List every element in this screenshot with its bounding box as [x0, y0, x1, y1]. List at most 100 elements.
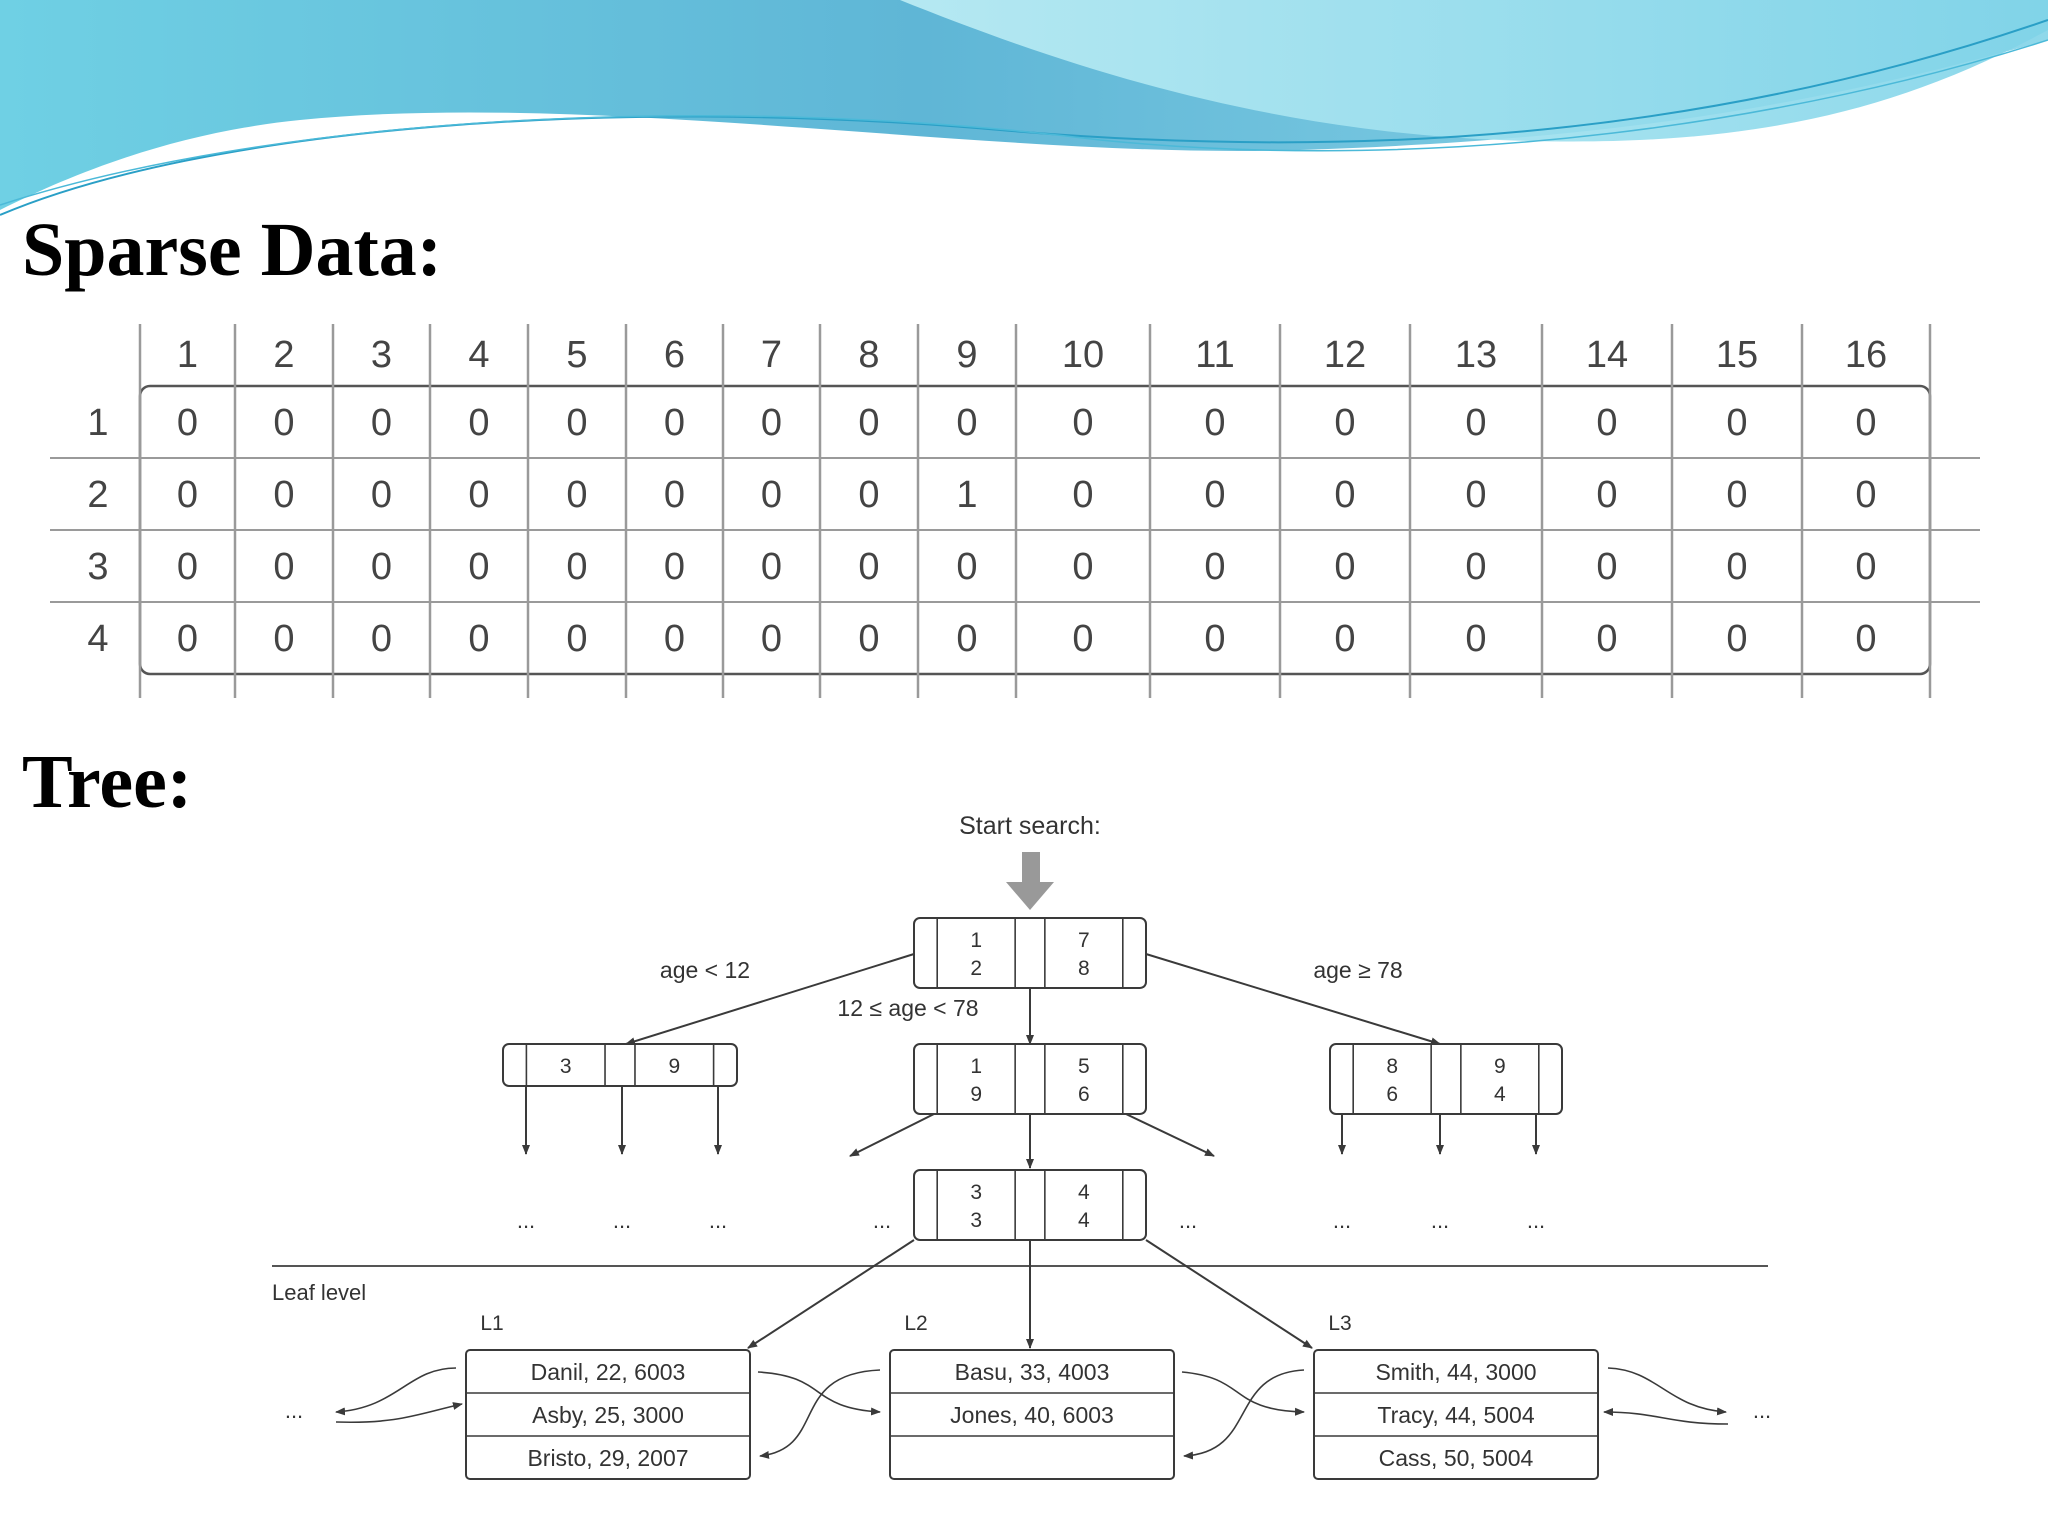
matrix-cell: 0	[1465, 618, 1486, 660]
matrix-cell: 0	[1596, 402, 1617, 444]
leaf-name: L3	[1328, 1312, 1351, 1335]
leaf-link-arrow	[1183, 1369, 1305, 1460]
node-key: 1	[970, 929, 982, 952]
edge-label-right: age ≥ 78	[1313, 957, 1402, 983]
matrix-cell: 0	[566, 402, 587, 444]
right-child-node	[1329, 1043, 1563, 1115]
matrix-cell: 0	[371, 402, 392, 444]
matrix-cell: 0	[468, 618, 489, 660]
matrix-cell: 0	[1204, 474, 1225, 516]
node-key: 1	[970, 1055, 982, 1078]
node-key: 6	[1078, 1083, 1090, 1106]
matrix-cell: 0	[1726, 618, 1747, 660]
matrix-cell: 0	[761, 474, 782, 516]
matrix-column-header: 6	[664, 334, 685, 376]
matrix-cell: 0	[468, 474, 489, 516]
edge-middle-left	[849, 1113, 935, 1157]
start-arrow-shaft	[1022, 852, 1040, 884]
matrix-cell: 0	[177, 402, 198, 444]
leaf-record: Asby, 25, 3000	[532, 1402, 684, 1428]
ellipsis-label: ...	[1431, 1208, 1449, 1233]
matrix-cell: 0	[1596, 474, 1617, 516]
ellipsis-label: ...	[517, 1208, 535, 1233]
matrix-cell: 0	[1726, 474, 1747, 516]
matrix-cell: 0	[177, 618, 198, 660]
ellipsis-label: ...	[1527, 1208, 1545, 1233]
matrix-cell: 0	[1855, 546, 1876, 588]
matrix-cell: 0	[1334, 546, 1355, 588]
matrix-cell: 0	[664, 618, 685, 660]
matrix-column-header: 14	[1586, 334, 1628, 376]
matrix-cell: 0	[177, 546, 198, 588]
matrix-row-header: 1	[87, 402, 108, 444]
matrix-column-header: 9	[956, 334, 977, 376]
matrix-column-header: 2	[273, 334, 294, 376]
node-key: 4	[1078, 1181, 1090, 1204]
leaf-name: L1	[480, 1312, 503, 1335]
matrix-cell: 0	[858, 618, 879, 660]
matrix-cell: 0	[177, 474, 198, 516]
matrix-cell: 0	[566, 618, 587, 660]
matrix-cell: 0	[566, 474, 587, 516]
edge-root-right	[1145, 953, 1441, 1046]
matrix-column-header: 1	[177, 334, 198, 376]
matrix-cell: 0	[566, 546, 587, 588]
matrix-cell: 0	[371, 474, 392, 516]
matrix-cell: 0	[664, 474, 685, 516]
matrix-cell: 0	[1334, 618, 1355, 660]
leaf-level-label: Leaf level	[272, 1280, 366, 1305]
edge-label-left: age < 12	[660, 957, 750, 983]
matrix-column-header: 11	[1195, 334, 1234, 376]
node-key: 9	[668, 1055, 680, 1078]
lower-index-node	[913, 1169, 1147, 1241]
ellipsis-label: ...	[613, 1208, 631, 1233]
leaf-record: Cass, 50, 5004	[1379, 1445, 1534, 1471]
leaf-record: Basu, 33, 4003	[955, 1359, 1110, 1385]
matrix-cell: 0	[1855, 402, 1876, 444]
sparse-data-heading: Sparse Data:	[22, 208, 443, 292]
leaf-link-arrow	[1181, 1371, 1305, 1416]
leaf-node	[1313, 1349, 1599, 1480]
leaf-node	[465, 1349, 751, 1480]
matrix-cell: 0	[1596, 618, 1617, 660]
matrix-cell: 0	[468, 402, 489, 444]
matrix-cell: 0	[371, 546, 392, 588]
matrix-cell: 0	[1855, 618, 1876, 660]
matrix-cell: 0	[371, 618, 392, 660]
node-key: 5	[1078, 1055, 1090, 1078]
ellipsis-label: ...	[709, 1208, 727, 1233]
matrix-cell: 0	[273, 474, 294, 516]
matrix-row-header: 2	[87, 474, 108, 516]
matrix-cell: 0	[1465, 546, 1486, 588]
leaf-record: Bristo, 29, 2007	[527, 1445, 688, 1471]
leaf-record: Jones, 40, 6003	[950, 1402, 1114, 1428]
matrix-column-header: 15	[1716, 334, 1758, 376]
matrix-cell: 0	[664, 402, 685, 444]
matrix-cell: 0	[273, 618, 294, 660]
header-wave-decoration	[0, 0, 2048, 216]
left-child-node	[502, 1043, 738, 1087]
leaf-record: Danil, 22, 6003	[531, 1359, 686, 1385]
middle-child-node	[913, 1043, 1147, 1115]
node-key: 4	[1494, 1083, 1506, 1106]
matrix-cell: 0	[1334, 474, 1355, 516]
edge-middle-right	[1125, 1113, 1215, 1157]
matrix-column-header: 10	[1062, 334, 1104, 376]
matrix-column-header: 8	[858, 334, 879, 376]
matrix-cell: 0	[1596, 546, 1617, 588]
node-key: 3	[560, 1055, 572, 1078]
matrix-cell: 0	[1855, 474, 1876, 516]
leaf-record: Smith, 44, 3000	[1375, 1359, 1536, 1385]
matrix-cell: 0	[1726, 546, 1747, 588]
node-key: 2	[970, 957, 982, 980]
matrix-cell: 0	[1726, 402, 1747, 444]
matrix-row-header: 4	[87, 618, 108, 660]
edge-label-middle: 12 ≤ age < 78	[837, 995, 978, 1021]
ellipsis-label: ...	[873, 1208, 891, 1233]
node-key: 9	[1494, 1055, 1506, 1078]
edge-root-left	[625, 953, 915, 1046]
node-key: 3	[970, 1209, 982, 1232]
matrix-cell: 0	[858, 474, 879, 516]
matrix-cell: 0	[956, 402, 977, 444]
